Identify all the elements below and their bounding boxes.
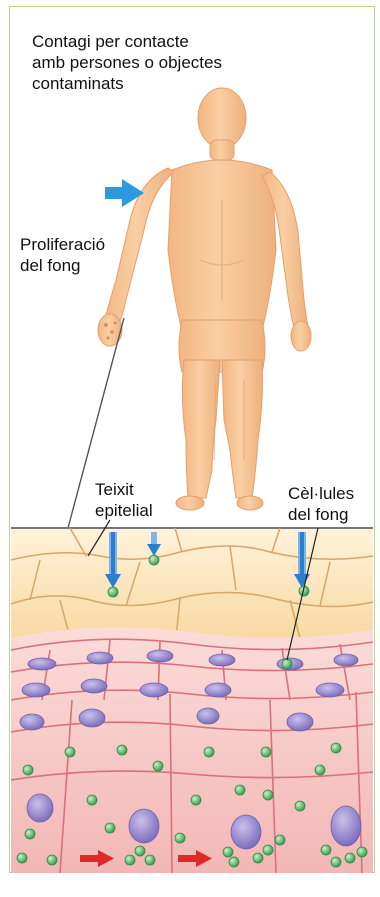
label-epithelial-tissue: Teixit epitelial: [95, 479, 215, 521]
human-figure: [98, 88, 311, 510]
label-proliferation: Proliferació del fong: [20, 234, 170, 276]
label-fungal-cells: Cèl·lules del fong: [288, 483, 368, 525]
label-contagion: Contagi per contacte amb persones o obje…: [32, 31, 322, 94]
epithelial-layer: [11, 528, 373, 638]
